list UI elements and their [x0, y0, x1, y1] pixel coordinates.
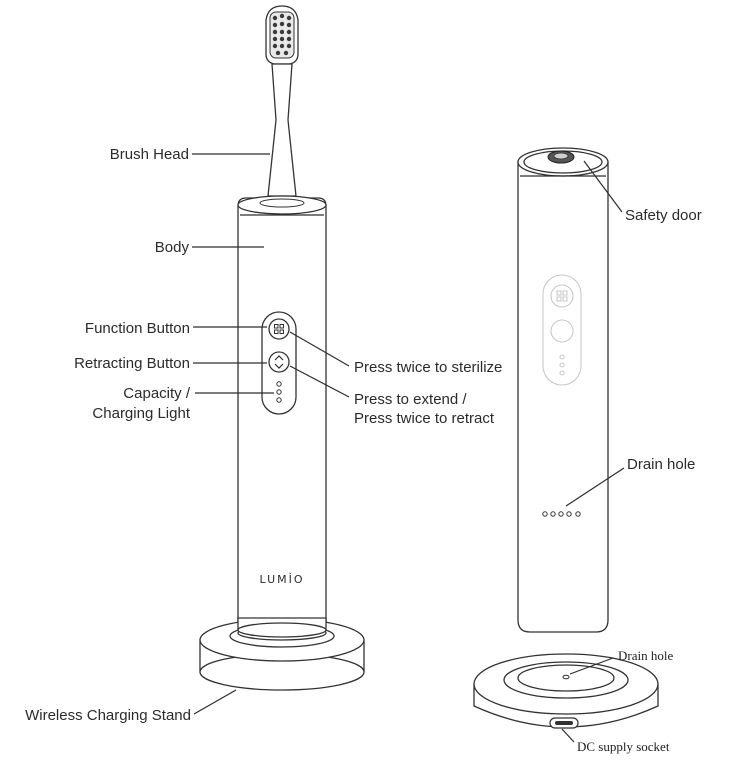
- label-retracting-button: Retracting Button: [74, 355, 190, 372]
- right-labels: Safety door Drain hole Drain hole DC sup…: [577, 207, 702, 754]
- label-press-twice-sterilize: Press twice to sterilize: [354, 359, 502, 376]
- label-function-button: Function Button: [85, 320, 190, 337]
- charging-stand-bottom: [473, 653, 659, 729]
- label-safety-door: Safety door: [625, 207, 702, 224]
- dc-supply-socket: [549, 717, 579, 729]
- toothbrush: LUMİO: [199, 5, 365, 691]
- wireless-charging-stand: [199, 617, 365, 691]
- brand-logo: LUMİO: [259, 573, 304, 586]
- label-drain-hole-stand: Drain hole: [618, 648, 673, 663]
- label-press-extend: Press to extend /: [354, 391, 467, 408]
- retracted-body: [517, 147, 609, 633]
- drain-holes: [542, 511, 581, 517]
- label-drain-hole-body: Drain hole: [627, 456, 695, 473]
- ghost-control-panel: [542, 274, 582, 386]
- left-labels: Brush Head Body Function Button Retracti…: [25, 146, 502, 724]
- capacity-charging-lights: [276, 381, 282, 403]
- right-leader-lines: [561, 160, 625, 743]
- label-wireless-charging-stand: Wireless Charging Stand: [25, 707, 191, 724]
- control-panel: [261, 311, 297, 415]
- label-dc-supply-socket: DC supply socket: [577, 739, 670, 754]
- function-button[interactable]: [268, 318, 290, 340]
- brush-head: [265, 5, 299, 197]
- label-brush-head: Brush Head: [110, 146, 189, 163]
- retracting-button[interactable]: [268, 351, 290, 373]
- safety-door: [547, 150, 575, 164]
- label-capacity: Capacity /: [123, 385, 191, 402]
- label-press-twice-retract: Press twice to retract: [354, 410, 495, 427]
- label-body: Body: [155, 239, 190, 256]
- left-leader-lines: [192, 153, 350, 715]
- label-charging-light: Charging Light: [92, 405, 190, 422]
